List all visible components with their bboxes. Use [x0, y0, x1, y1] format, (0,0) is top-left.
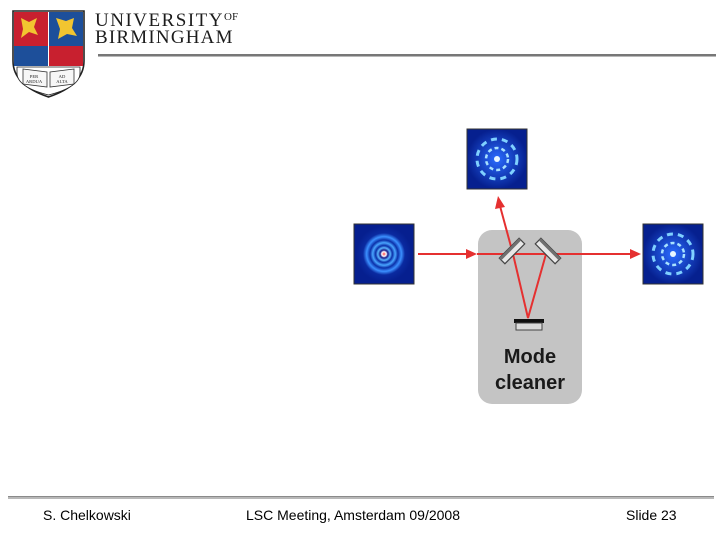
university-name-of: OF [224, 11, 239, 23]
header-divider [98, 54, 716, 57]
output-mirror [534, 237, 562, 265]
footer-divider [8, 496, 714, 499]
input-mirror [498, 237, 526, 265]
transmitted-beam-arrowhead [630, 249, 641, 259]
footer-meeting: LSC Meeting, Amsterdam 09/2008 [246, 507, 461, 523]
university-name-line2: BIRMINGHAM [95, 27, 234, 48]
reflected-beam-profile [466, 128, 528, 190]
curved-end-mirror [514, 319, 544, 331]
svg-text:ARDUA: ARDUA [26, 79, 43, 84]
reflected-beam-arrowhead [495, 196, 505, 209]
university-name: UNIVERSITYOF BIRMINGHAM [95, 10, 239, 48]
footer-author: S. Chelkowski [43, 507, 131, 523]
svg-text:ALTA: ALTA [56, 79, 68, 84]
input-beam-arrowhead [466, 249, 477, 259]
svg-text:PER: PER [30, 74, 39, 79]
mode-cleaner-label-line2: cleaner [494, 372, 566, 394]
mode-cleaner-label-line1: Mode [503, 346, 557, 368]
input-beam-profile [353, 223, 415, 285]
cavity-triangle-beam [512, 253, 547, 319]
university-crest-logo: PER ARDUA AD ALTA [12, 10, 85, 98]
footer-slide-number: Slide 23 [626, 507, 677, 523]
transmitted-beam-profile [642, 223, 704, 285]
university-name-line1: UNIVERSITYOF [95, 10, 239, 31]
mode-cleaner-label: Mode cleaner [478, 344, 582, 396]
svg-text:AD: AD [59, 74, 66, 79]
mode-cleaner-box [478, 230, 582, 404]
